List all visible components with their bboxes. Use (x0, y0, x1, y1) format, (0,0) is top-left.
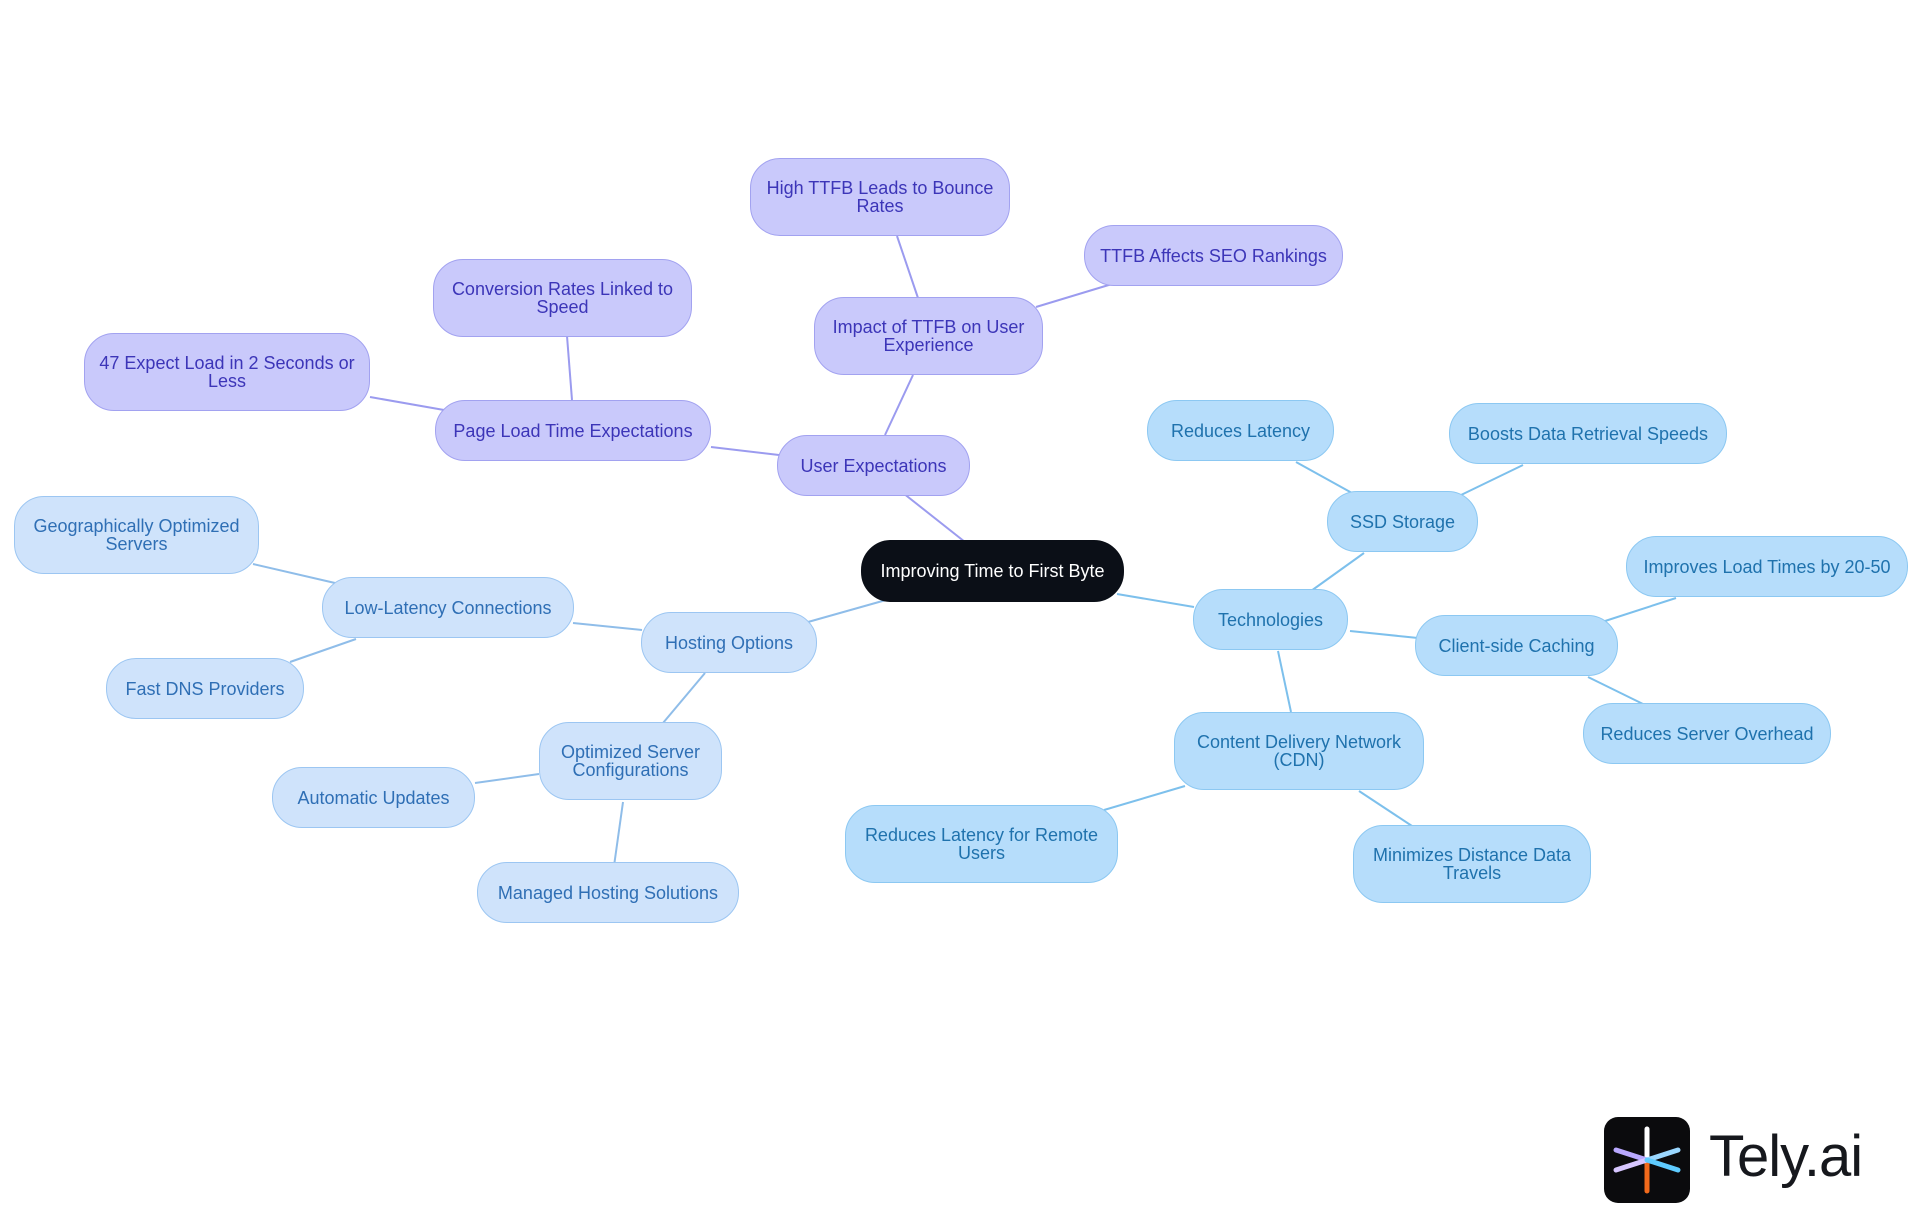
node-improves-load-times: Improves Load Times by 20-50 (1626, 536, 1908, 597)
node-technologies: Technologies (1193, 589, 1348, 650)
edge-technologies-ssd (1310, 552, 1365, 592)
node-client-side-caching: Client-side Caching (1415, 615, 1618, 676)
root-node: Improving Time to First Byte (861, 540, 1124, 602)
edge-low-latency-geo (252, 563, 336, 584)
node-ttfb-seo: TTFB Affects SEO Rankings (1084, 225, 1343, 286)
edge-optimized-managed (613, 801, 624, 867)
node-user-expectations: User Expectations (777, 435, 970, 496)
node-page-load-expectations: Page Load Time Expectations (435, 400, 711, 461)
edge-technologies-cdn (1277, 650, 1292, 713)
node-high-ttfb-bounce: High TTFB Leads to Bounce Rates (750, 158, 1010, 236)
edge-user-expectations-impact (884, 374, 914, 436)
edge-root-technologies (1116, 593, 1195, 608)
edge-technologies-caching (1349, 630, 1419, 639)
edge-impact-bounce (896, 235, 919, 299)
edge-ssd-latency (1295, 461, 1353, 494)
node-geo-optimized-servers: Geographically Optimized Servers (14, 496, 259, 574)
edge-page-load-expect (369, 396, 445, 411)
node-47-expect-load: 47 Expect Load in 2 Seconds or Less (84, 333, 370, 411)
node-reduces-latency-remote: Reduces Latency for Remote Users (845, 805, 1118, 883)
edge-cdn-remote (1103, 785, 1186, 811)
edge-page-load-conversion (566, 335, 573, 401)
node-automatic-updates: Automatic Updates (272, 767, 475, 828)
edge-cdn-distance (1358, 790, 1413, 827)
node-impact-of-ttfb: Impact of TTFB on User Experience (814, 297, 1043, 375)
node-ssd-storage: SSD Storage (1327, 491, 1478, 552)
edge-impact-seo (1035, 283, 1113, 308)
node-minimizes-distance: Minimizes Distance Data Travels (1353, 825, 1591, 903)
edge-root-hosting (807, 599, 887, 623)
node-reduces-server-overhead: Reduces Server Overhead (1583, 703, 1831, 764)
edge-hosting-low-latency (572, 622, 643, 631)
edge-hosting-optimized (662, 672, 706, 724)
tely-logo: Tely.ai (1604, 1117, 1886, 1205)
node-conversion-rates: Conversion Rates Linked to Speed (433, 259, 692, 337)
edge-user-expectations-page-load (710, 446, 780, 456)
node-cdn: Content Delivery Network (CDN) (1174, 712, 1424, 790)
node-fast-dns: Fast DNS Providers (106, 658, 304, 719)
node-managed-hosting: Managed Hosting Solutions (477, 862, 739, 923)
node-hosting-options: Hosting Options (641, 612, 817, 673)
node-optimized-server-configs: Optimized Server Configurations (539, 722, 722, 800)
edge-caching-overhead (1587, 676, 1644, 705)
node-reduces-latency: Reduces Latency (1147, 400, 1334, 461)
tely-logo-mark (1604, 1117, 1690, 1203)
edge-caching-load (1601, 597, 1677, 623)
edge-root-user-expectations (902, 492, 966, 543)
node-low-latency-connections: Low-Latency Connections (322, 577, 574, 638)
edge-ssd-retrieval (1460, 464, 1524, 496)
node-boosts-data-retrieval: Boosts Data Retrieval Speeds (1449, 403, 1727, 464)
edge-low-latency-dns (289, 638, 357, 663)
tely-logo-text: Tely.ai (1709, 1124, 1863, 1189)
edge-optimized-updates (474, 773, 540, 784)
